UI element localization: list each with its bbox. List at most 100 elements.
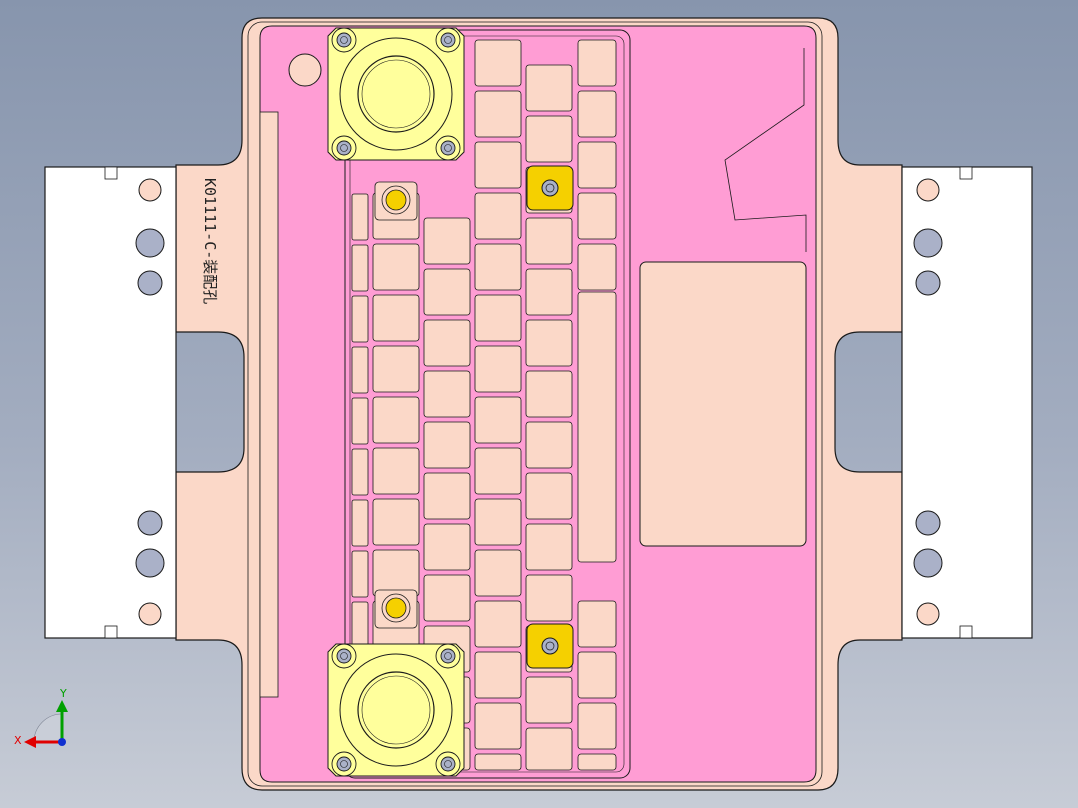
square-pad-bottom (526, 623, 574, 669)
cavity-cell (372, 243, 420, 291)
side-bolt-holes (135, 178, 943, 626)
cavity-cell (577, 702, 617, 750)
flange-screw (336, 648, 352, 664)
rotary-flange-top (327, 27, 465, 161)
cavity-cell (372, 549, 420, 597)
cavity-cell (474, 141, 522, 189)
side-bolt-hole (913, 228, 943, 258)
cavity-cell (525, 217, 573, 265)
side-bolt-hole (138, 602, 162, 626)
flange-boss (357, 55, 435, 133)
cavity-cell (577, 651, 617, 699)
cavity-cell (423, 370, 471, 418)
cavity-cell (525, 727, 573, 771)
rotary-flange-bottom (327, 643, 465, 777)
axis-x-label: X (14, 734, 22, 747)
cavity-cell (474, 651, 522, 699)
flange-screw-hex (444, 36, 452, 44)
side-bolt-hole (137, 510, 163, 536)
cavity-cell (372, 345, 420, 393)
flange-boss (357, 671, 435, 749)
cavity-cell (577, 243, 617, 291)
flange-screw-hex (444, 652, 452, 660)
cavity-cell (474, 702, 522, 750)
axis-y-label: Y (59, 687, 67, 700)
base-inner-edge (247, 21, 823, 787)
cavity-cell (423, 268, 471, 316)
cavity-cell (351, 601, 369, 649)
cavity-cell (474, 39, 522, 87)
cavity-cell (577, 141, 617, 189)
locating-pin-top (374, 181, 418, 221)
cavity-cell (525, 676, 573, 724)
flange-screw-hex (444, 760, 452, 768)
cavity-cell (577, 90, 617, 138)
cavity-cell (525, 115, 573, 163)
side-bolt-hole (915, 510, 941, 536)
flange-screw-hex (340, 144, 348, 152)
cavity-cell (423, 421, 471, 469)
locating-pin-bottom (374, 589, 418, 629)
side-bolt-hole (916, 178, 940, 202)
cavity-cell (423, 217, 471, 265)
flange-screw-hex (340, 760, 348, 768)
cavity-cell (525, 268, 573, 316)
cavity-cell (423, 574, 471, 622)
cavity-cell (351, 550, 369, 598)
flange-screw-hex (340, 36, 348, 44)
cavity-cell (474, 498, 522, 546)
flange-screw (440, 32, 456, 48)
cavity-cell (351, 499, 369, 547)
flange-screw (336, 32, 352, 48)
square-pad-top (526, 165, 574, 211)
cavity-cell (474, 600, 522, 648)
cavity-cell (351, 244, 369, 292)
cavity-cell (577, 192, 617, 240)
cavity-cell (423, 472, 471, 520)
cavity-cell (474, 192, 522, 240)
cavity-cell (372, 396, 420, 444)
cavity-cell-long (577, 291, 617, 563)
cavity-cell (474, 753, 522, 771)
cavity-cell (372, 447, 420, 495)
cavity-cell (525, 574, 573, 622)
side-bolt-hole (913, 548, 943, 578)
cavity-cell (577, 753, 617, 771)
cavity-cell (474, 90, 522, 138)
side-bolt-hole (135, 228, 165, 258)
flange-screw (336, 140, 352, 156)
cavity-cell (351, 193, 369, 241)
side-bolt-hole (135, 548, 165, 578)
cavity-cell (474, 345, 522, 393)
cavity-frame-inner (349, 35, 625, 773)
cavity-cell (423, 523, 471, 571)
flange-boss-inner (361, 675, 431, 745)
cavity-cell (351, 346, 369, 394)
flange-boss-inner (361, 59, 431, 129)
cavity-cell (474, 294, 522, 342)
side-bolt-hole (915, 270, 941, 296)
cavity-cell (423, 319, 471, 367)
cavity-cell (372, 294, 420, 342)
side-bolt-hole (137, 270, 163, 296)
flange-screw (336, 756, 352, 772)
cavity-cell (525, 472, 573, 520)
cavity-cell (372, 498, 420, 546)
cavity-cell (474, 447, 522, 495)
rotary-flanges (327, 27, 465, 777)
side-bolt-hole (916, 602, 940, 626)
cavity-cell (474, 243, 522, 291)
engraved-part-number: K01111-C-装配孔 (201, 178, 219, 304)
axis-triad: Y X (14, 687, 68, 748)
cavity-cell (351, 448, 369, 496)
flange-screw (440, 648, 456, 664)
cavity-cell (525, 370, 573, 418)
flange-screw-hex (340, 652, 348, 660)
right-pocket (639, 261, 807, 547)
side-bolt-hole (138, 178, 162, 202)
cavity-cell (474, 549, 522, 597)
flange-screw (440, 140, 456, 156)
cavity-cell (351, 397, 369, 445)
